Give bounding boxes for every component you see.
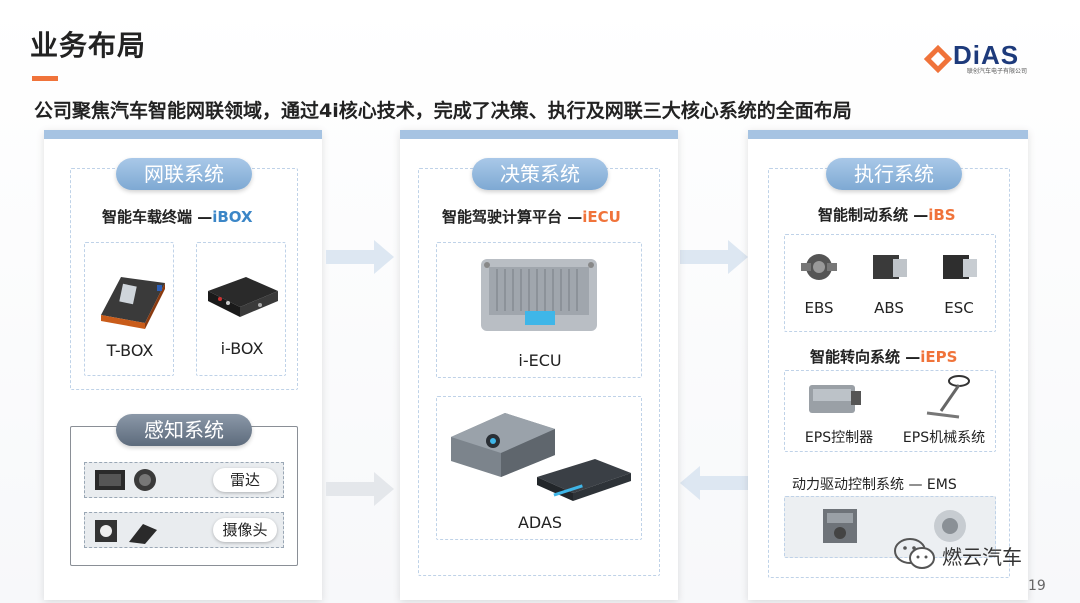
ebs-unit-icon: [801, 254, 837, 280]
power-card: [784, 496, 996, 558]
logo-tagline: 联创汽车电子有限公司: [967, 68, 1028, 75]
decision-pill: 决策系统: [472, 158, 608, 190]
esc-label: ESC: [944, 299, 974, 317]
sensing-pill: 感知系统: [116, 414, 252, 446]
ibox-card: i-BOX: [196, 242, 286, 376]
brake-card: EBS ABS ESC: [784, 234, 996, 332]
adas-label: ADAS: [517, 513, 563, 532]
adas-card: ADAS: [436, 396, 642, 540]
steer-heading-accent: iEPS: [920, 348, 958, 366]
tbox-label: T-BOX: [106, 341, 154, 360]
panel-network-sensing: 网联系统 智能车载终端 —iBOX T-BOX i-BOX 感知系统: [44, 130, 322, 600]
title-underline: [32, 76, 58, 81]
eps-mechanical-label: EPS机械系统: [902, 430, 986, 446]
steer-heading-main: 智能转向系统 —: [810, 348, 921, 366]
wechat-watermark: 燃云汽车: [886, 535, 1046, 575]
iecu-label: i-ECU: [518, 351, 562, 370]
camera-tag: 摄像头: [213, 518, 277, 542]
arrow-network-to-decision: [326, 240, 394, 274]
arrow-decision-to-execution: [680, 240, 748, 274]
steer-card: EPS控制器 EPS机械系统: [784, 370, 996, 452]
tbox-card: T-BOX: [84, 242, 174, 376]
brake-heading: 智能制动系统 —iBS: [818, 204, 956, 225]
camera-row: 摄像头: [84, 512, 284, 548]
network-heading-main: 智能车载终端 —: [102, 208, 213, 226]
arrow-execution-to-decision: [680, 466, 748, 500]
esc-unit-icon: [943, 255, 977, 279]
decision-heading: 智能驾驶计算平台 —iECU: [442, 206, 621, 227]
page-subtitle: 公司聚焦汽车智能网联领域，通过4i核心技术，完成了决策、执行及网联三大核心系统的…: [34, 100, 852, 122]
eps-mechanical-icon: [926, 375, 970, 419]
execution-pill: 执行系统: [826, 158, 962, 190]
brake-heading-main: 智能制动系统 —: [818, 206, 929, 224]
generator-icon: [934, 510, 966, 542]
network-heading-accent: iBOX: [212, 208, 253, 226]
radar-tag: 雷达: [213, 468, 277, 492]
radar-sensor-icon: [95, 469, 156, 491]
decision-heading-main: 智能驾驶计算平台 —: [442, 208, 583, 226]
network-pill: 网联系统: [116, 158, 252, 190]
radar-row: 雷达: [84, 462, 284, 498]
tbox-device-icon: [101, 277, 165, 329]
page-title: 业务布局: [30, 29, 147, 62]
ibox-label: i-BOX: [220, 339, 264, 358]
logo-wordmark: DiAS: [953, 40, 1020, 70]
abs-unit-icon: [873, 255, 907, 279]
ebs-label: EBS: [804, 299, 834, 317]
iecu-unit-icon: [481, 259, 597, 331]
page-number: 19: [1028, 578, 1046, 594]
eps-controller-label: EPS控制器: [804, 430, 874, 446]
panel-decision: 决策系统 智能驾驶计算平台 —iECU i-ECU: [400, 130, 678, 600]
wechat-icon: [894, 538, 935, 569]
steer-heading: 智能转向系统 —iEPS: [810, 346, 957, 367]
eps-controller-icon: [809, 385, 861, 413]
company-logo: DiAS 联创汽车电子有限公司: [923, 40, 1049, 76]
iecu-card: i-ECU: [436, 242, 642, 378]
wechat-account-name: 燃云汽车: [942, 545, 1022, 569]
arrow-sensing-to-decision: [326, 472, 394, 506]
engine-icon: [823, 509, 857, 543]
ibox-device-icon: [208, 277, 278, 317]
abs-label: ABS: [874, 299, 904, 317]
brake-heading-accent: iBS: [928, 206, 956, 224]
decision-heading-accent: iECU: [582, 208, 621, 226]
camera-sensor-icon: [95, 520, 157, 544]
network-heading: 智能车载终端 —iBOX: [102, 206, 253, 227]
adas-module-icon: [451, 413, 631, 501]
dias-diamond-icon: [923, 44, 953, 74]
power-heading: 动力驱动控制系统 — EMS: [792, 477, 957, 493]
panel-execution: 执行系统 智能制动系统 —iBS EBS ABS ESC 智能转向系统 —iEP…: [748, 130, 1028, 600]
